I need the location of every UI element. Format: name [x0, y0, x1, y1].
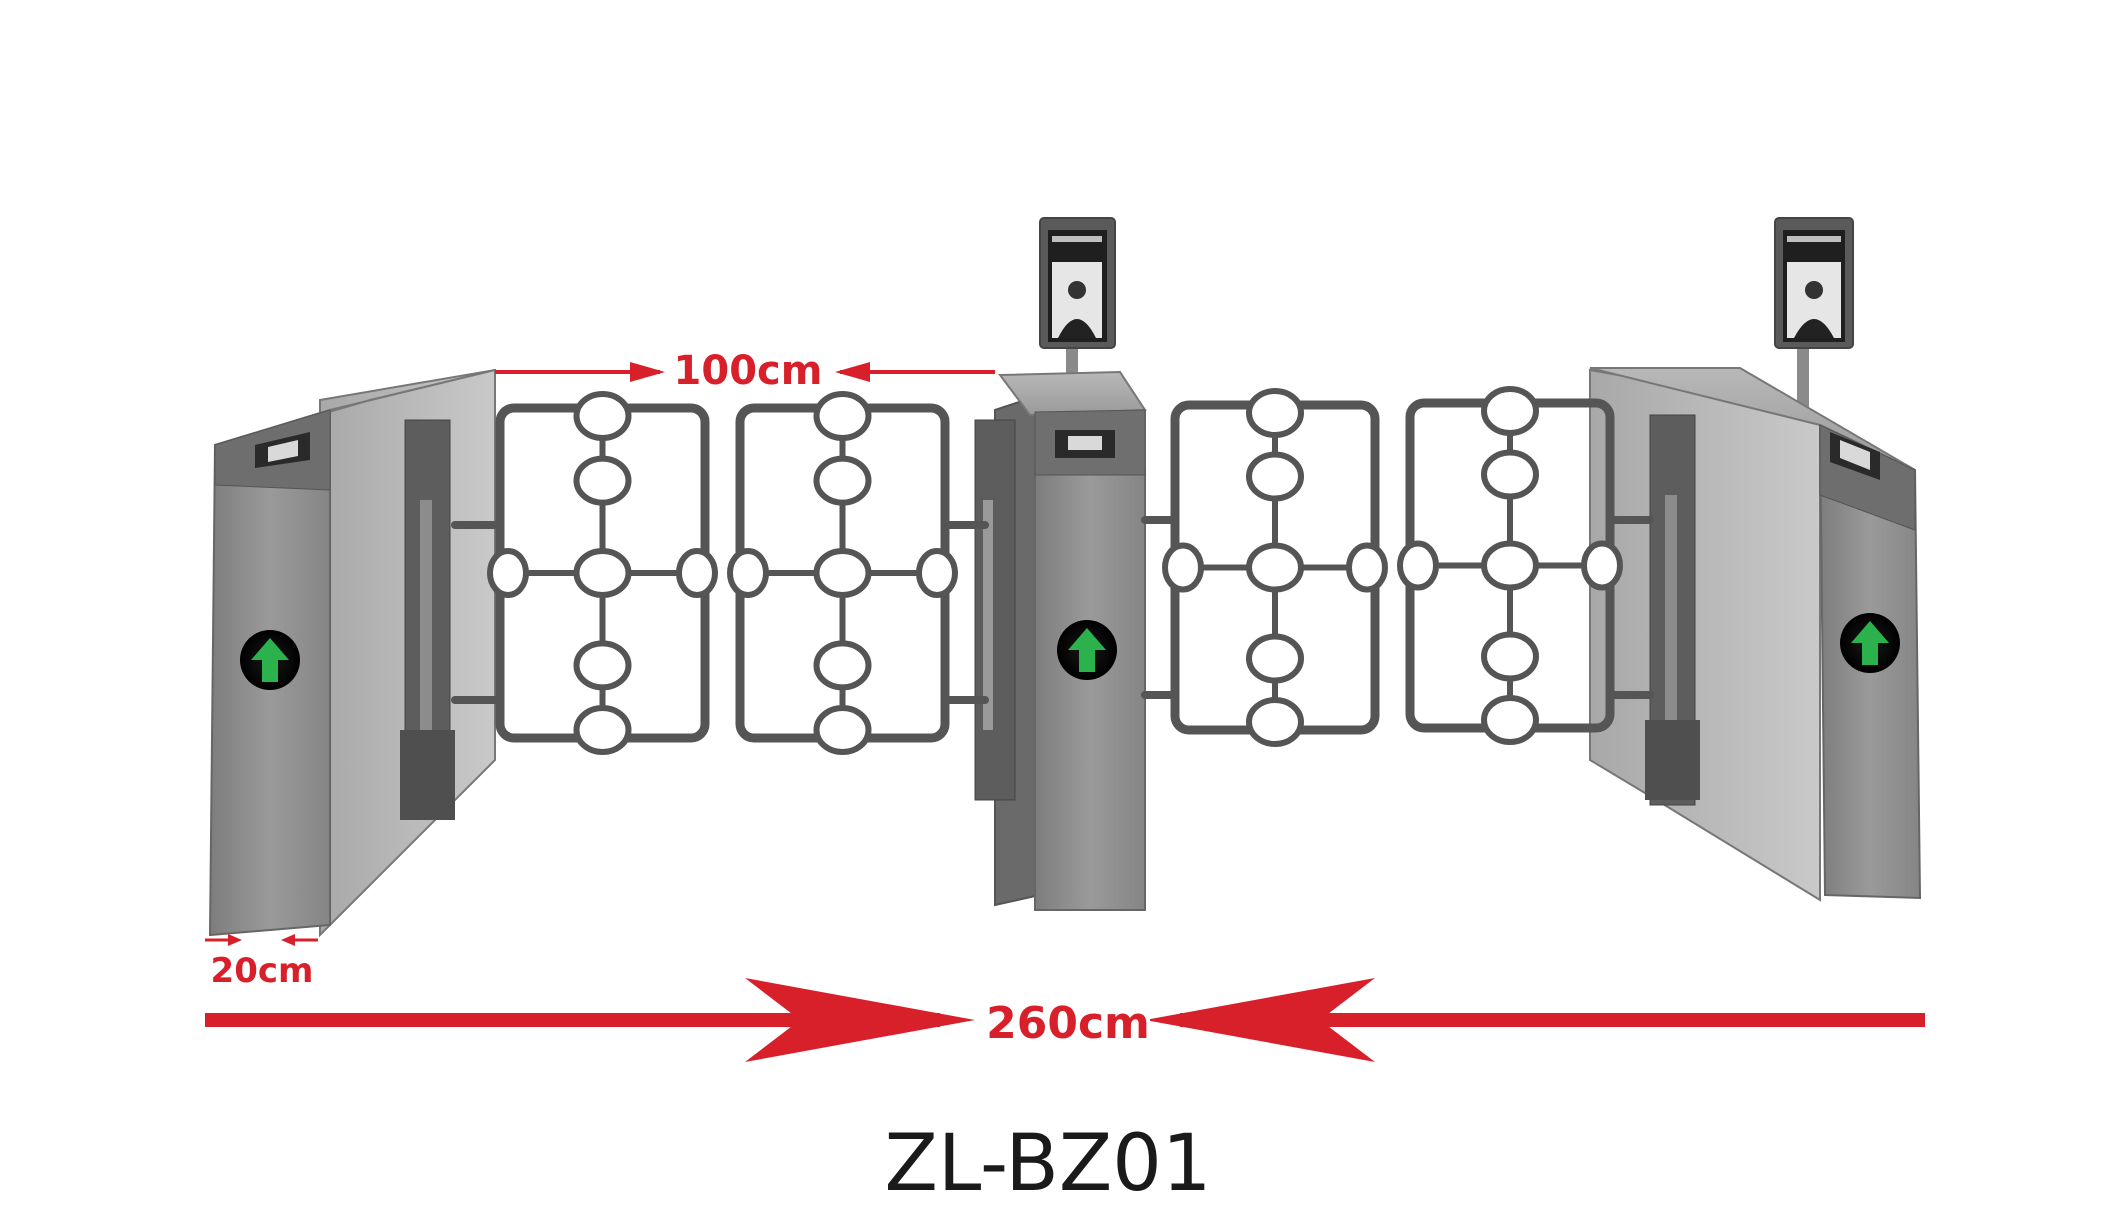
housing-width-dimension-label: 20cm — [211, 951, 314, 991]
total-width-dimension-label: 260cm — [986, 998, 1150, 1049]
dimension-260cm: 260cm — [205, 978, 1925, 1062]
green-up-arrow-icon — [1057, 620, 1117, 680]
gate-gap-dimension-label: 100cm — [674, 348, 823, 394]
model-name: ZL-BZ01 — [884, 1119, 1211, 1209]
gate-panel-4 — [1397, 386, 1623, 745]
green-up-arrow-icon — [1840, 613, 1900, 673]
face-recognition-terminal-icon — [1774, 217, 1854, 410]
gate-panel-2 — [727, 391, 958, 755]
gate-panels — [487, 386, 1623, 755]
gate-panel-1 — [487, 391, 718, 755]
face-recognition-terminal-icon — [1039, 217, 1116, 415]
swing-gates — [451, 516, 1654, 704]
dimension-20cm: 20cm — [205, 934, 318, 991]
right-housing — [1589, 217, 1922, 902]
dimension-100cm: 100cm — [495, 348, 995, 394]
middle-housing — [974, 217, 1147, 911]
left-housing — [208, 368, 496, 938]
gate-panel-3 — [1162, 388, 1388, 747]
green-up-arrow-icon — [240, 630, 300, 690]
